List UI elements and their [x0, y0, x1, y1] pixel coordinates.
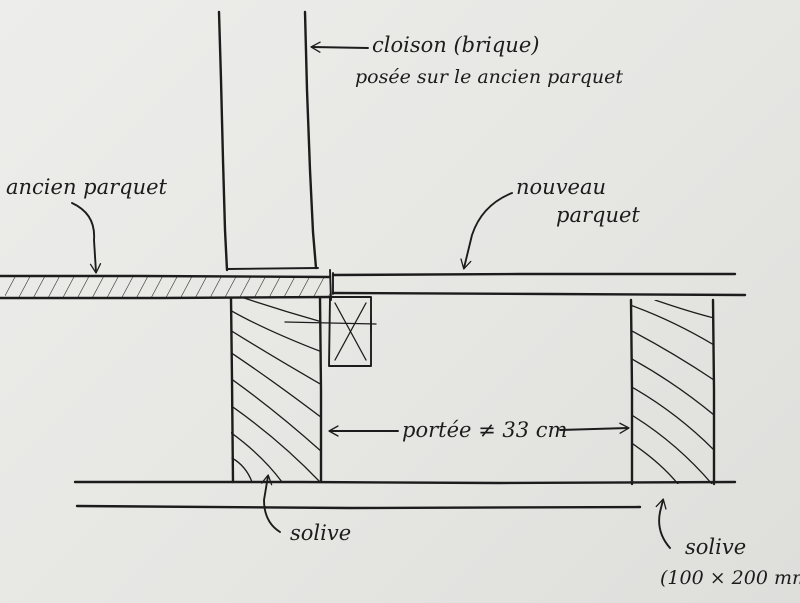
partition-right-edge [303, 10, 318, 270]
old-floorboards [0, 269, 334, 301]
cleat-cross-b [334, 302, 367, 361]
joist-right-side-a [629, 298, 634, 486]
ceiling-boards [73, 480, 737, 510]
joist-left-side-a [229, 296, 235, 484]
cleat-block [284, 296, 377, 367]
joist-left-side-b [318, 296, 323, 484]
ceiling-line-bottom [75, 504, 642, 510]
new-floorboards-bottom [331, 291, 747, 297]
screw-line [284, 321, 377, 325]
solive-right-label: solive [685, 535, 746, 559]
cleat-outline [328, 296, 372, 367]
joist-right-side-b [711, 298, 716, 486]
old-floorboards-end [329, 269, 332, 301]
partition-left-edge [217, 10, 229, 272]
leader-lines [71, 41, 671, 549]
solive-dimensions-label: (100 × 200 mm [660, 567, 800, 589]
span-dimension [328, 422, 630, 437]
ancien-parquet-leader [71, 202, 102, 274]
solive-left-leader [261, 474, 281, 533]
nouveau-parquet-label-line2: parquet [556, 203, 640, 227]
solive-right-leader [655, 498, 671, 549]
cloison-label: cloison (brique) [372, 33, 539, 57]
brick-partition [217, 10, 319, 272]
solive-left-label: solive [290, 521, 351, 545]
cloison-sublabel: posée sur le ancien parquet [355, 66, 623, 88]
new-floorboards [331, 272, 747, 297]
cloison-leader [310, 41, 369, 53]
span-arrow-right [559, 422, 630, 434]
nouveau-parquet-label-line1: nouveau [516, 175, 606, 199]
old-floorboards-top [0, 274, 332, 279]
ancien-parquet-label: ancien parquet [6, 175, 168, 199]
old-floorboards-hatch [5, 276, 330, 298]
new-floorboards-top [331, 272, 737, 277]
joist-left [229, 296, 323, 484]
labels: cloison (brique) posée sur le ancien par… [6, 33, 800, 589]
old-floorboards-bottom [0, 295, 334, 300]
nouveau-parquet-leader [460, 192, 513, 270]
joist-right [629, 298, 716, 486]
partition-base [226, 267, 319, 270]
ceiling-line-top [73, 480, 737, 485]
span-label: portée ≠ 33 cm [402, 418, 567, 442]
